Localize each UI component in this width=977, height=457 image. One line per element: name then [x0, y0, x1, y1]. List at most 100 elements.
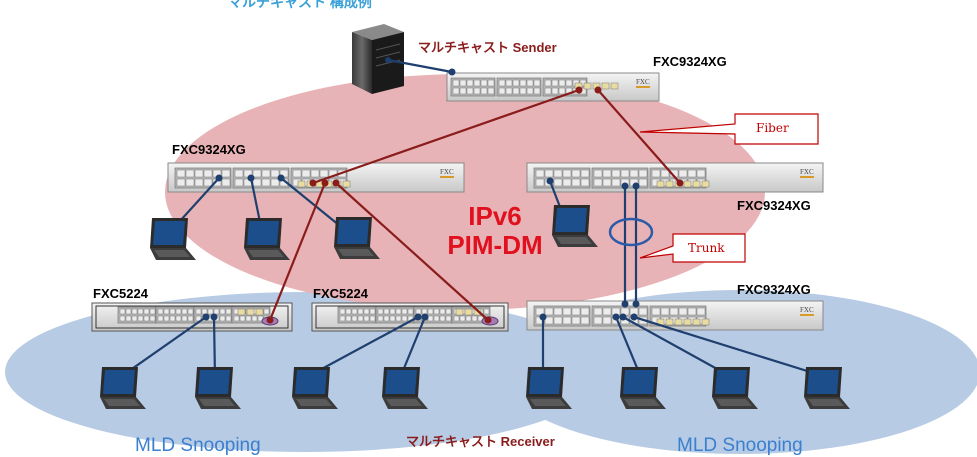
- page-title-partial: マルチキャスト 構成例: [228, 0, 372, 10]
- port: [357, 308, 364, 315]
- port: [571, 178, 581, 187]
- port: [270, 178, 280, 187]
- port: [580, 169, 590, 178]
- port: [119, 315, 126, 322]
- port: [383, 315, 390, 322]
- port: [519, 87, 527, 95]
- port: [480, 79, 488, 87]
- port: [351, 308, 358, 315]
- port: [401, 308, 408, 315]
- port: [176, 169, 186, 178]
- port: [207, 308, 214, 315]
- port: [149, 315, 156, 322]
- port: [553, 169, 563, 178]
- switch-bottom-right-label: FXC9324XG: [737, 282, 811, 297]
- brand-logo: FXC: [636, 78, 650, 86]
- port: [169, 315, 176, 322]
- ipv6-label: IPv6: [468, 201, 522, 231]
- fiber-links: [268, 88, 681, 321]
- port: [473, 87, 481, 95]
- port: [553, 307, 563, 316]
- port: [678, 169, 688, 178]
- sfp-port: [601, 82, 610, 90]
- brand-logo: FXC: [800, 168, 814, 176]
- port: [415, 308, 422, 315]
- sfp-port: [665, 318, 674, 326]
- port: [562, 169, 572, 178]
- port: [571, 169, 581, 178]
- port: [669, 307, 679, 316]
- port: [125, 315, 132, 322]
- port: [363, 315, 370, 322]
- brand-underline: [636, 86, 650, 88]
- brand-underline: [800, 314, 814, 316]
- port: [553, 178, 563, 187]
- port: [452, 87, 460, 95]
- port: [119, 308, 126, 315]
- port: [175, 315, 182, 322]
- port: [459, 87, 467, 95]
- port: [512, 87, 520, 95]
- sfp-port: [237, 308, 246, 316]
- sfp-port: [464, 308, 473, 316]
- port: [483, 308, 490, 315]
- port: [181, 315, 188, 322]
- sfp-port: [455, 308, 464, 316]
- sfp-port: [692, 318, 701, 326]
- fiber-dots: [266, 86, 684, 324]
- sfp-port: [583, 82, 592, 90]
- port: [163, 308, 170, 315]
- port: [439, 308, 446, 315]
- port: [221, 169, 231, 178]
- port: [660, 169, 670, 178]
- port: [234, 178, 244, 187]
- port: [270, 169, 280, 178]
- port: [526, 79, 534, 87]
- switch-mid-left-label: FXC9324XG: [172, 142, 246, 157]
- port: [593, 316, 603, 325]
- port: [562, 178, 572, 187]
- port: [131, 308, 138, 315]
- port: [201, 308, 208, 315]
- port: [505, 79, 513, 87]
- port: [629, 169, 639, 178]
- port: [487, 79, 495, 87]
- trunk-callout-text: Trunk: [688, 241, 725, 255]
- port: [225, 315, 232, 322]
- sfp-port: [297, 180, 306, 188]
- port: [219, 308, 226, 315]
- port: [533, 87, 541, 95]
- sfp-port: [665, 180, 674, 188]
- port: [261, 169, 271, 178]
- port: [219, 315, 226, 322]
- port: [339, 315, 346, 322]
- port: [345, 315, 352, 322]
- port: [452, 79, 460, 87]
- port: [473, 79, 481, 87]
- port: [187, 308, 194, 315]
- sender-label: マルチキャスト Sender: [418, 40, 557, 55]
- port: [407, 308, 414, 315]
- port: [459, 79, 467, 87]
- receiver-label: マルチキャスト Receiver: [406, 434, 555, 449]
- port: [213, 308, 220, 315]
- port: [149, 308, 156, 315]
- port: [252, 169, 262, 178]
- sfp-port: [656, 180, 665, 188]
- port: [498, 87, 506, 95]
- port: [611, 178, 621, 187]
- port: [143, 308, 150, 315]
- port: [310, 169, 320, 178]
- port: [163, 315, 170, 322]
- port: [301, 169, 311, 178]
- port: [562, 316, 572, 325]
- port: [466, 87, 474, 95]
- mld-snooping-left-label: MLD Snooping: [135, 435, 261, 456]
- port: [593, 307, 603, 316]
- port: [593, 178, 603, 187]
- port: [203, 178, 213, 187]
- port: [363, 308, 370, 315]
- brand-underline: [440, 176, 454, 178]
- port: [433, 315, 440, 322]
